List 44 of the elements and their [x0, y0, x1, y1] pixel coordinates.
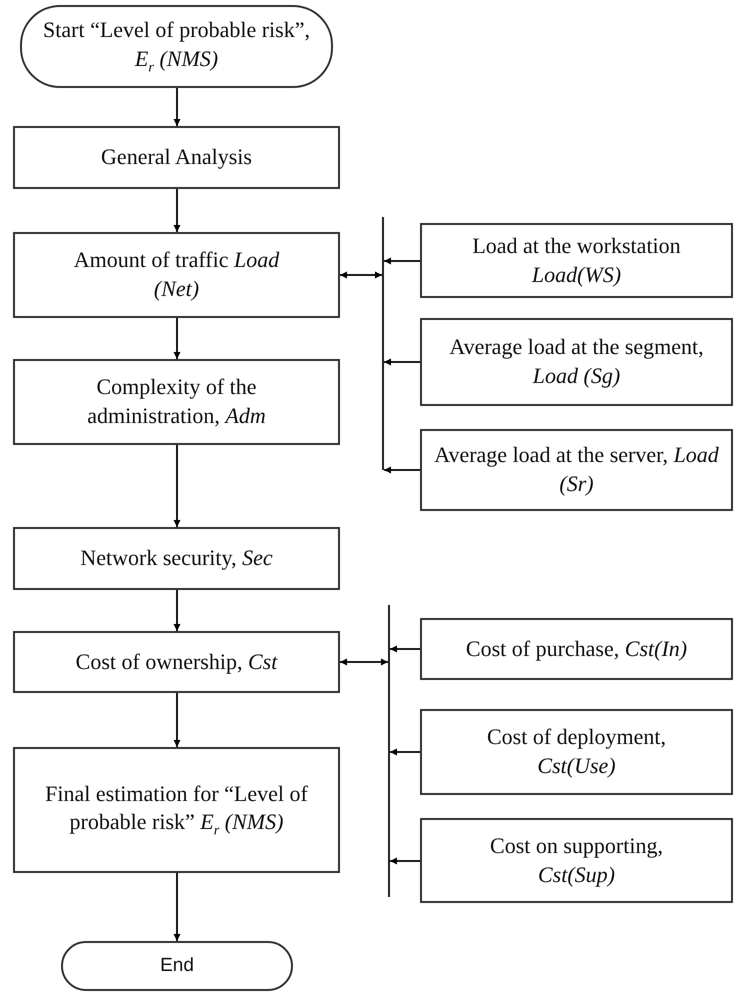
arrow [174, 189, 180, 232]
bus-line [388, 605, 390, 897]
arrow [174, 88, 180, 126]
process-box [13, 747, 340, 873]
arrow [174, 318, 180, 359]
process-box [420, 223, 733, 298]
arrow [174, 590, 180, 631]
arrow [340, 658, 388, 666]
process-box [420, 318, 733, 406]
arrow [390, 748, 420, 756]
node-label: Start “Level of probable risk”, E$_{r}$ (NMS) [42, 16, 311, 77]
process-box [13, 126, 340, 189]
node-label: Cost on supporting, Cst(Sup) [489, 832, 664, 889]
arrow [340, 272, 382, 278]
node-label: Cost of deployment, Cst(Use) [486, 723, 668, 780]
arrow [384, 466, 420, 474]
node-label: Amount of traffic Load (Net) [72, 246, 280, 303]
arrow [384, 258, 420, 264]
process-box [13, 527, 340, 590]
process-box [13, 232, 340, 318]
arrow [390, 646, 420, 652]
arrow [174, 693, 180, 747]
terminal-shape [61, 941, 293, 991]
node-label: Average load at the segment, Load (Sg) [448, 333, 705, 390]
process-box [13, 631, 340, 693]
arrow [174, 445, 180, 527]
node-label: Load at the workstation Load(WS) [471, 232, 682, 289]
arrow [390, 858, 420, 864]
node-label: Network security, Sec [80, 544, 273, 572]
node-label: End [160, 954, 194, 978]
process-box [420, 818, 733, 903]
node-label: Cost of purchase, Cst(In) [466, 634, 688, 663]
node-label: Average load at the server, Load (Sr) [433, 441, 720, 498]
arrow [384, 358, 420, 366]
arrow [174, 873, 180, 941]
process-box [420, 429, 733, 511]
process-box [420, 709, 733, 795]
node-label: Final estimation for “Level of probable risk” E$_{r}$ (NMS) [44, 780, 309, 840]
process-box [13, 359, 340, 445]
node-label: Complexity of the administration, Adm [86, 373, 267, 430]
process-box [420, 618, 733, 680]
node-label: General Analysis [101, 143, 252, 172]
node-label: Cost of ownership, Cst [76, 648, 278, 676]
bus-line [382, 217, 384, 470]
